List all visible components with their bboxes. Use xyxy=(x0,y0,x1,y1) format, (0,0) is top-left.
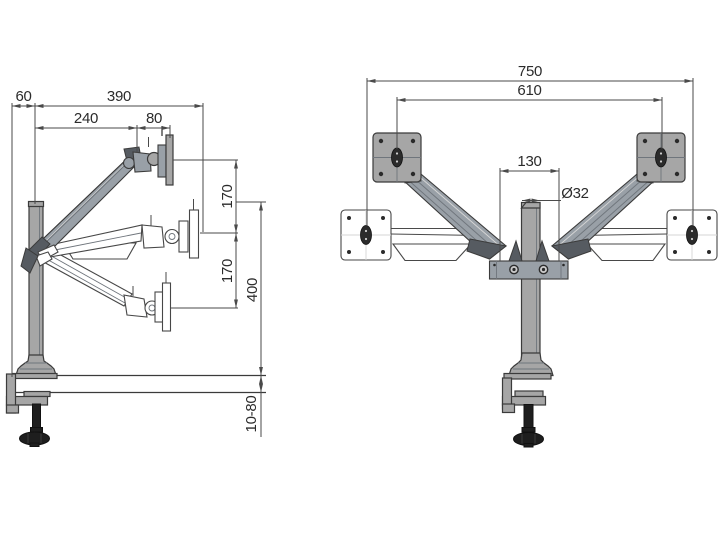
center-block xyxy=(488,239,569,280)
arm-lowered-ghost xyxy=(39,247,172,332)
dim-610-label: 610 xyxy=(517,82,541,99)
shoulder-joint xyxy=(20,236,59,274)
dim-400-label: 400 xyxy=(244,278,261,302)
arm-raised xyxy=(33,126,174,261)
dim-390-label: 390 xyxy=(107,88,131,105)
clamp-screw xyxy=(523,404,534,431)
pole-side xyxy=(12,200,58,380)
clamp-front xyxy=(501,372,552,448)
dim-170-lower-label: 170 xyxy=(219,259,236,283)
dim-60-label: 60 xyxy=(15,88,31,105)
clamp-side xyxy=(5,373,51,447)
dim-130-label: 130 xyxy=(517,153,541,170)
dim-240-label: 240 xyxy=(74,110,98,127)
dimensions-side: 60 390 240 80 170 170 400 10-80 xyxy=(11,88,266,437)
arm-horizontal-ghost xyxy=(49,199,200,260)
front-view: 750 610 130 Ø32 xyxy=(340,63,718,448)
side-view: 60 390 240 80 170 170 400 10-80 xyxy=(5,88,266,447)
vesa-plate-right-raised xyxy=(636,132,686,183)
dim-750-label: 750 xyxy=(518,63,542,80)
pole-front xyxy=(508,201,554,377)
dim-diameter-label: Ø32 xyxy=(561,185,588,202)
front-arm-right-lowered-ghost xyxy=(568,228,668,262)
dimensions-front: 750 610 130 Ø32 xyxy=(366,63,694,261)
vesa-plate-left-raised xyxy=(372,132,422,183)
dim-clamp-range-label: 10-80 xyxy=(243,396,260,433)
dim-80-label: 80 xyxy=(146,110,162,127)
vesa-plate-left-lowered xyxy=(340,209,392,261)
dim-170-upper-label: 170 xyxy=(219,184,236,208)
vesa-plate-right-lowered xyxy=(666,209,718,261)
clamp-screw xyxy=(32,403,41,431)
